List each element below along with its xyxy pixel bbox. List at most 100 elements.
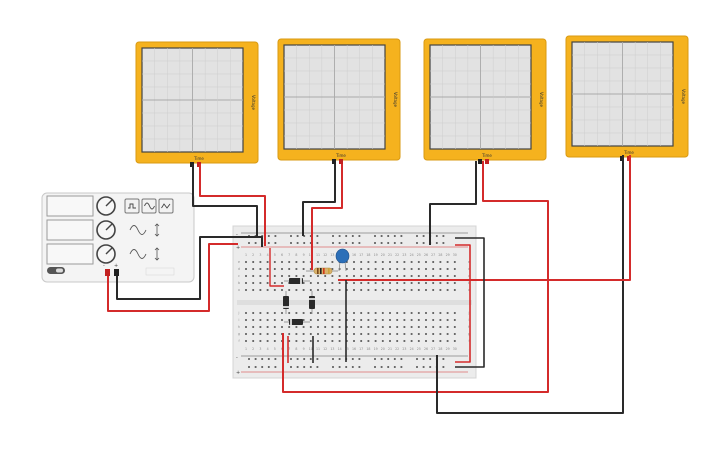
column-number: 21 [388, 347, 392, 351]
wire-scope2-black[interactable] [302, 164, 336, 236]
probe-terminal-negative[interactable] [332, 159, 336, 164]
offset-wave-icon [129, 249, 147, 259]
voltage-axis-label: Voltage [539, 92, 544, 108]
wire-gen-red[interactable] [107, 243, 238, 312]
wire-scope4-red[interactable] [338, 155, 631, 281]
column-number: 12 [323, 347, 327, 351]
jumper-neg-rail-right[interactable] [455, 237, 485, 368]
sine-wave-button[interactable] [141, 198, 157, 214]
column-number: 8 [295, 253, 297, 257]
terminal-positive[interactable] [114, 269, 119, 276]
offset-arrow-icon [154, 247, 160, 261]
column-number: 7 [288, 253, 290, 257]
column-number: 23 [402, 253, 406, 257]
column-number: 25 [417, 253, 421, 257]
column-number: 21 [388, 253, 392, 257]
knob-frequency[interactable] [96, 196, 116, 216]
column-number: 20 [381, 253, 385, 257]
column-number: 18 [366, 253, 370, 257]
capacitor[interactable] [335, 248, 350, 272]
column-number: 9 [303, 347, 305, 351]
column-number: 9 [303, 253, 305, 257]
diode-1[interactable] [284, 278, 310, 284]
column-number: 13 [330, 347, 334, 351]
wire-scope2-red[interactable] [311, 164, 343, 270]
wire-scope3-black[interactable] [429, 161, 477, 245]
probe-terminal-positive[interactable] [485, 159, 489, 164]
row-letter: b [468, 281, 470, 285]
resistor[interactable] [306, 267, 338, 275]
column-number: 26 [424, 347, 428, 351]
wire-scope1-red[interactable] [199, 164, 266, 246]
column-number: 14 [338, 347, 342, 351]
jumper-red-left[interactable] [269, 248, 284, 287]
column-number: 28 [438, 253, 442, 257]
column-number: 17 [359, 347, 363, 351]
row-letter: e [238, 260, 240, 264]
knob-amplitude[interactable] [96, 220, 116, 240]
column-number: 23 [402, 347, 406, 351]
row-letter: d [238, 267, 240, 271]
knob-offset[interactable] [96, 244, 116, 264]
column-number: 16 [352, 347, 356, 351]
column-number: 6 [281, 253, 283, 257]
terminal-plus-label: + [114, 263, 118, 269]
terminal-negative[interactable] [105, 269, 110, 276]
function-generator[interactable]: - + [41, 192, 195, 283]
column-number: 22 [395, 347, 399, 351]
column-number: 27 [431, 347, 435, 351]
column-number: 4 [267, 347, 269, 351]
triangle-wave-button[interactable] [158, 198, 174, 214]
column-number: 30 [453, 253, 457, 257]
wire-scope4-black[interactable] [436, 155, 624, 414]
oscilloscope-screen [141, 47, 244, 153]
row-letter: j [468, 311, 470, 315]
row-letter: c [468, 274, 470, 278]
column-number: 4 [267, 253, 269, 257]
column-number: 17 [359, 253, 363, 257]
row-letter: c [238, 274, 240, 278]
amplitude-wave-icon [129, 225, 147, 235]
row-letter: g [238, 332, 240, 336]
diode-3[interactable] [309, 291, 315, 314]
row-letter: a [468, 288, 470, 292]
column-number: 12 [323, 253, 327, 257]
column-number: 1 [245, 347, 247, 351]
center-channel [237, 300, 472, 305]
row-letter: i [239, 318, 240, 322]
voltage-axis-label: Voltage [393, 92, 398, 108]
column-number: 3 [259, 253, 261, 257]
power-switch-knob [56, 268, 63, 273]
wire-scope3-red[interactable] [282, 161, 549, 393]
wire-gen-black[interactable] [116, 236, 263, 300]
column-number: 27 [431, 253, 435, 257]
jumper-pos-rail-right[interactable] [455, 244, 471, 363]
probe-terminal-positive[interactable] [339, 159, 343, 164]
oscilloscope-screen [283, 44, 386, 150]
diode-2[interactable] [283, 291, 289, 314]
row-letter: e [468, 260, 470, 264]
column-number: 20 [381, 347, 385, 351]
time-axis-label: Time [335, 153, 346, 158]
display-offset [46, 243, 94, 265]
wire-scope1-black[interactable] [192, 164, 258, 237]
column-number: 2 [252, 347, 254, 351]
triangle-wave-icon [161, 203, 171, 209]
column-number: 5 [274, 253, 276, 257]
column-number: 18 [366, 347, 370, 351]
row-letter: i [469, 318, 470, 322]
column-number: 22 [395, 253, 399, 257]
square-wave-button[interactable] [124, 198, 140, 214]
row-letter: a [238, 288, 240, 292]
diode-4[interactable] [284, 319, 310, 325]
probe-terminal-negative[interactable] [478, 159, 482, 164]
column-number: 26 [424, 253, 428, 257]
row-letter: f [238, 339, 240, 343]
column-number: 2 [252, 253, 254, 257]
